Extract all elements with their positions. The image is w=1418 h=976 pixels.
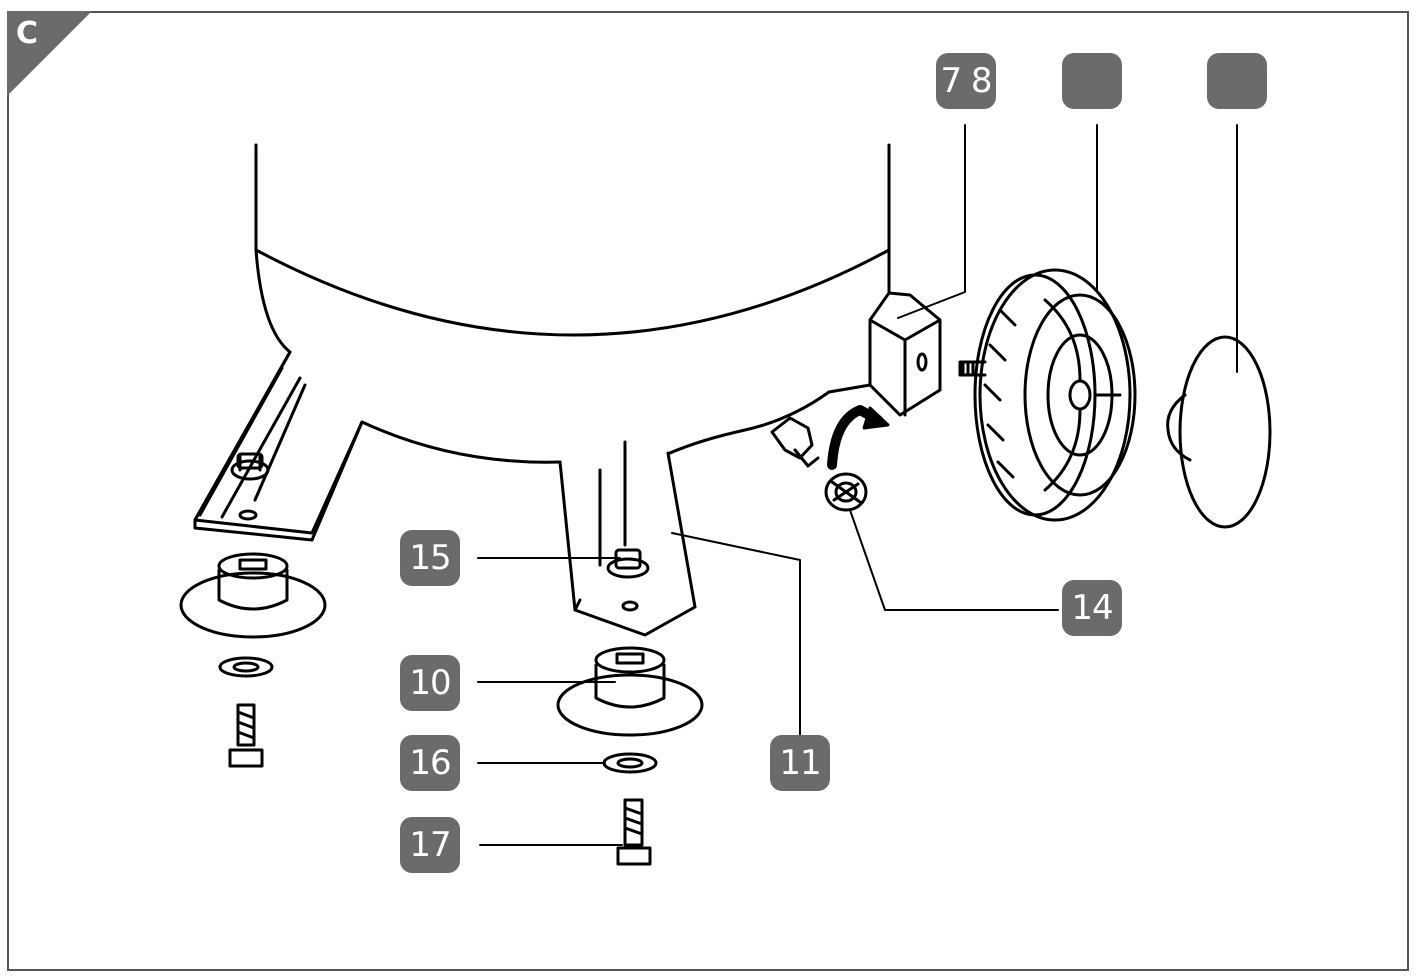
- callout-14: 14: [1062, 580, 1122, 636]
- tank-body: [193, 143, 891, 535]
- center-bolt: [616, 798, 652, 866]
- center-washer: [602, 752, 658, 774]
- left-leg: [193, 350, 364, 542]
- left-washer: [218, 656, 274, 678]
- wheel: [958, 268, 1137, 522]
- callout-11: 11: [770, 735, 830, 791]
- hub-cap: [1166, 335, 1272, 529]
- drain-valve: [770, 416, 820, 468]
- left-rubber-foot: [179, 552, 327, 639]
- callout-15: 15: [400, 530, 460, 586]
- callout-hub-cap: [1207, 53, 1267, 109]
- callout-7-8: 7 8: [936, 53, 996, 109]
- left-bolt: [228, 703, 264, 768]
- flange-nut: [824, 472, 868, 512]
- axle-bracket: [827, 291, 942, 417]
- section-corner-tab: [7, 11, 92, 96]
- callout-16: 16: [400, 735, 460, 791]
- diagram-frame: [7, 11, 1409, 971]
- callout-wheel: [1062, 53, 1122, 109]
- leader-lines: [477, 124, 1238, 846]
- assembly-arrow: [827, 405, 883, 470]
- section-label: C: [16, 16, 39, 51]
- callout-10: 10: [400, 655, 460, 711]
- callout-17: 17: [400, 817, 460, 873]
- center-leg: [558, 440, 697, 637]
- center-rubber-foot: [556, 646, 704, 737]
